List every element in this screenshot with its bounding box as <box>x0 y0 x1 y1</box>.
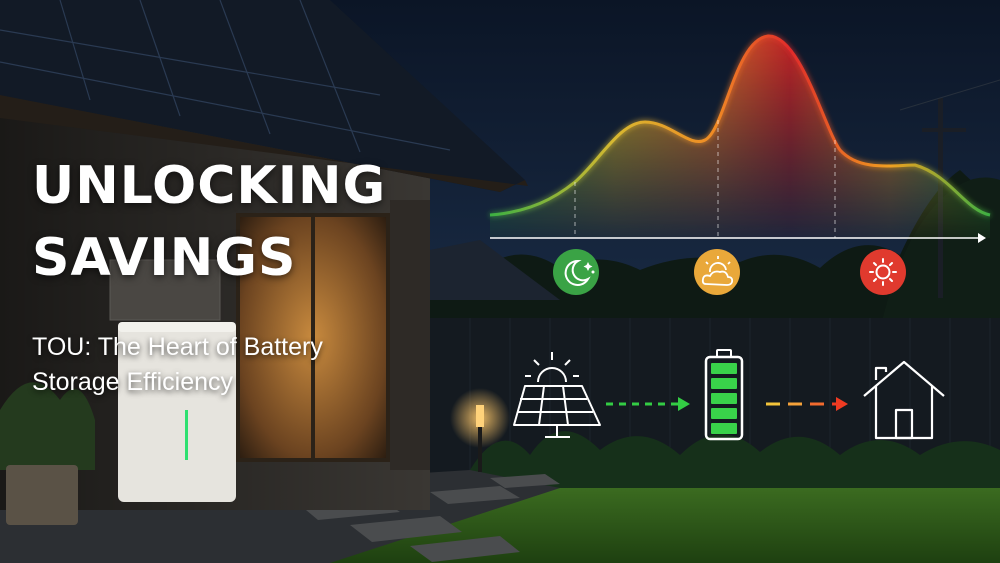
solar-panel-icon <box>513 352 601 438</box>
tou-curve-line <box>489 34 991 217</box>
tou-curve-fill <box>490 35 990 238</box>
headline-line-1: UNLOCKING <box>32 156 387 216</box>
headline-line-2: SAVINGS <box>32 228 297 288</box>
subtitle-line-1: TOU: The Heart of Battery <box>32 333 323 361</box>
subtitle: TOU: The Heart of Battery Storage Effici… <box>32 330 323 400</box>
subtitle-line-2: Storage Efficiency <box>32 368 234 396</box>
battery-to-house-arrow <box>766 397 848 411</box>
battery-icon <box>704 349 744 441</box>
sun-icon <box>860 249 906 295</box>
headline: UNLOCKING SAVINGS <box>32 150 386 294</box>
house-icon <box>863 360 945 440</box>
solar-to-battery-arrow <box>606 397 690 411</box>
moon-stars-icon <box>553 249 599 295</box>
time-axis-arrow-icon <box>978 233 986 243</box>
partly-cloudy-icon <box>694 249 740 295</box>
